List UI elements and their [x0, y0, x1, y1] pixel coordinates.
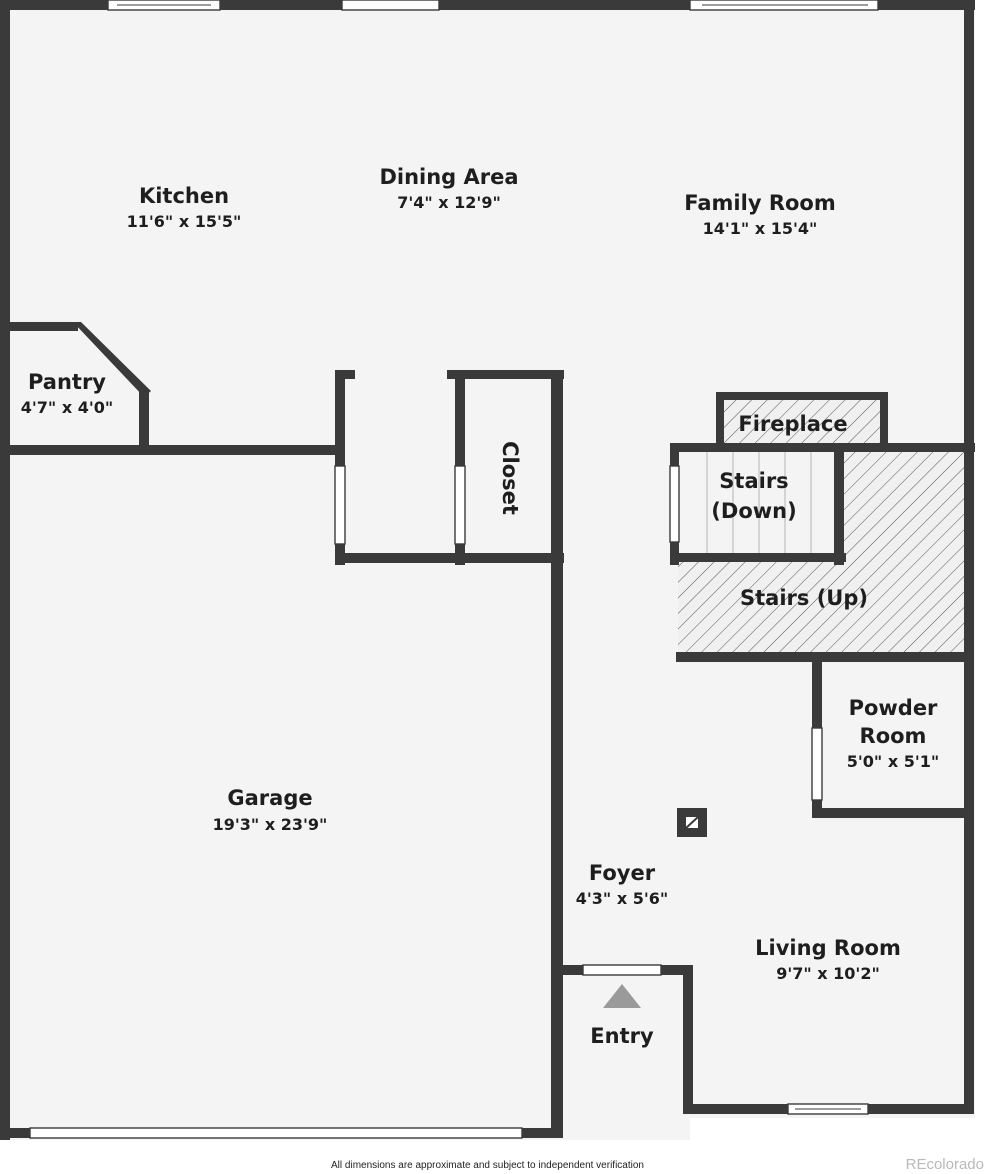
- windows: [29, 0, 879, 1139]
- fireplace-hatch: [722, 400, 881, 445]
- disclaimer-text: All dimensions are approximate and subje…: [331, 1160, 644, 1171]
- fireplace-label: Fireplace: [738, 412, 847, 436]
- svg-text:Room: Room: [860, 724, 927, 748]
- svg-text:4'7" x 4'0": 4'7" x 4'0": [21, 398, 113, 417]
- svg-text:Stairs: Stairs: [719, 469, 788, 493]
- svg-text:7'4" x 12'9": 7'4" x 12'9": [397, 193, 501, 212]
- svg-text:Closet: Closet: [498, 441, 522, 515]
- powder-room-label: Powder Room 5'0" x 5'1": [847, 696, 939, 771]
- svg-text:Family Room: Family Room: [684, 191, 835, 215]
- svg-text:11'6" x 15'5": 11'6" x 15'5": [127, 212, 242, 231]
- svg-text:Powder: Powder: [849, 696, 938, 720]
- svg-text:Dining Area: Dining Area: [379, 165, 518, 189]
- svg-text:Foyer: Foyer: [589, 861, 656, 885]
- svg-text:Living Room: Living Room: [755, 936, 901, 960]
- svg-text:Fireplace: Fireplace: [738, 412, 847, 436]
- svg-text:Entry: Entry: [590, 1024, 654, 1048]
- pantry-label: Pantry 4'7" x 4'0": [21, 370, 113, 417]
- svg-text:4'3" x 5'6": 4'3" x 5'6": [576, 889, 668, 908]
- svg-text:19'3" x 23'9": 19'3" x 23'9": [213, 815, 328, 834]
- stairs-up-label: Stairs (Up): [740, 586, 868, 610]
- foyer-label: Foyer 4'3" x 5'6": [576, 861, 668, 908]
- entry-arrow-icon: [603, 984, 641, 1008]
- svg-text:Stairs (Up): Stairs (Up): [740, 586, 868, 610]
- svg-text:14'1" x 15'4": 14'1" x 15'4": [703, 219, 818, 238]
- living-room-label: Living Room 9'7" x 10'2": [755, 936, 901, 983]
- svg-text:Kitchen: Kitchen: [139, 184, 229, 208]
- svg-text:Garage: Garage: [227, 786, 312, 810]
- stairs-down-label: Stairs (Down): [711, 469, 796, 523]
- dining-area-label: Dining Area 7'4" x 12'9": [379, 165, 518, 212]
- svg-text:9'7" x 10'2": 9'7" x 10'2": [776, 964, 880, 983]
- stairs-up-hatch: [678, 450, 966, 657]
- garage-label: Garage 19'3" x 23'9": [213, 786, 328, 834]
- closet-label: Closet: [498, 441, 522, 515]
- kitchen-label: Kitchen 11'6" x 15'5": [127, 184, 242, 231]
- stairs-down: [678, 452, 840, 559]
- svg-text:Pantry: Pantry: [28, 370, 106, 394]
- svg-text:(Down): (Down): [711, 499, 796, 523]
- entry-label: Entry: [590, 1024, 654, 1048]
- column-marker-icon: [685, 816, 699, 829]
- family-room-label: Family Room 14'1" x 15'4": [684, 191, 835, 238]
- brand-watermark: REcolorado: [905, 1156, 984, 1173]
- svg-text:5'0" x 5'1": 5'0" x 5'1": [847, 752, 939, 771]
